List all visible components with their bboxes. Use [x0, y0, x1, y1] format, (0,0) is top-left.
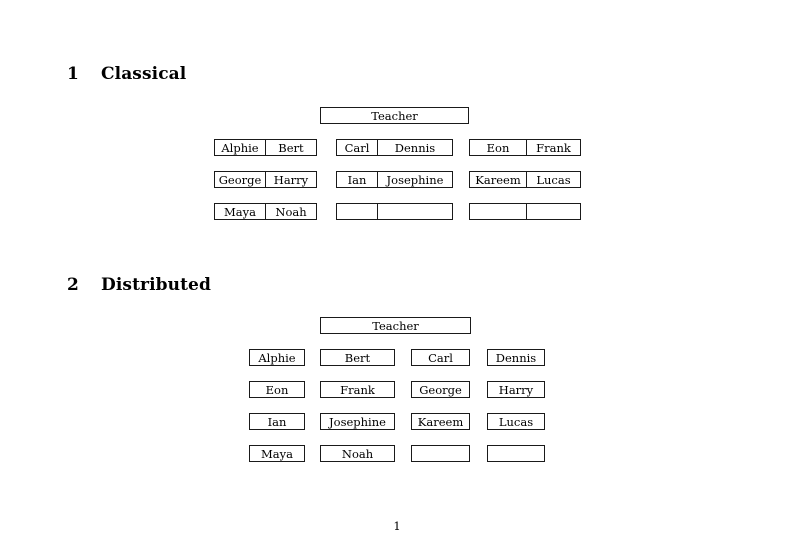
classical-teacher-box: Teacher [320, 107, 469, 124]
name-cell: Frank [320, 381, 395, 398]
name-cell: Ian [249, 413, 305, 430]
classical-group-1: Alphie Bert George Harry Maya Noah [214, 139, 317, 220]
name-cell-empty [469, 203, 527, 220]
page-number: 1 [393, 519, 401, 533]
distributed-column-1: Alphie Eon Ian Maya [249, 349, 305, 462]
section-heading-classical: 1 Classical [67, 64, 186, 84]
table-row [336, 203, 453, 220]
name-cell: Bert [265, 139, 317, 156]
name-cell: Kareem [469, 171, 527, 188]
name-cell: George [411, 381, 470, 398]
section-heading-distributed: 2 Distributed [67, 275, 211, 295]
name-cell-empty [336, 203, 378, 220]
section-number: 1 [67, 64, 79, 84]
classical-group-2: Carl Dennis Ian Josephine [336, 139, 453, 220]
name-cell: Lucas [526, 171, 581, 188]
section-title: Distributed [101, 275, 211, 295]
name-cell-empty [377, 203, 453, 220]
name-cell: Carl [411, 349, 470, 366]
name-cell: Carl [336, 139, 378, 156]
name-cell: Frank [526, 139, 581, 156]
name-cell-empty [411, 445, 470, 462]
name-cell: Alphie [249, 349, 305, 366]
table-row: George Harry [214, 171, 317, 188]
name-cell: Josephine [377, 171, 453, 188]
distributed-column-3: Carl George Kareem [411, 349, 470, 462]
name-cell: Kareem [411, 413, 470, 430]
name-cell: Ian [336, 171, 378, 188]
name-cell: Alphie [214, 139, 266, 156]
table-row: Kareem Lucas [469, 171, 581, 188]
name-cell: Harry [265, 171, 317, 188]
table-row: Maya Noah [214, 203, 317, 220]
distributed-teacher-box: Teacher [320, 317, 471, 334]
name-cell: Eon [249, 381, 305, 398]
distributed-diagram: Teacher Alphie Eon Ian Maya Bert Frank J… [0, 0, 794, 462]
section-title: Classical [101, 64, 187, 84]
classical-diagram: Teacher Alphie Bert George Harry Maya No… [0, 0, 794, 230]
table-row: Carl Dennis [336, 139, 453, 156]
table-row: Alphie Bert [214, 139, 317, 156]
name-cell: Josephine [320, 413, 395, 430]
name-cell: Maya [214, 203, 266, 220]
name-cell: Harry [487, 381, 545, 398]
name-cell: Bert [320, 349, 395, 366]
distributed-column-2: Bert Frank Josephine Noah [320, 349, 395, 462]
name-cell: Lucas [487, 413, 545, 430]
name-cell: Noah [265, 203, 317, 220]
distributed-column-4: Dennis Harry Lucas [487, 349, 545, 462]
table-row [469, 203, 581, 220]
table-row: Ian Josephine [336, 171, 453, 188]
name-cell-empty [487, 445, 545, 462]
name-cell: Noah [320, 445, 395, 462]
classical-group-3: Eon Frank Kareem Lucas [469, 139, 581, 220]
name-cell: Maya [249, 445, 305, 462]
name-cell-empty [526, 203, 581, 220]
name-cell: Dennis [487, 349, 545, 366]
section-number: 2 [67, 275, 79, 295]
name-cell: Eon [469, 139, 527, 156]
name-cell: Dennis [377, 139, 453, 156]
table-row: Eon Frank [469, 139, 581, 156]
